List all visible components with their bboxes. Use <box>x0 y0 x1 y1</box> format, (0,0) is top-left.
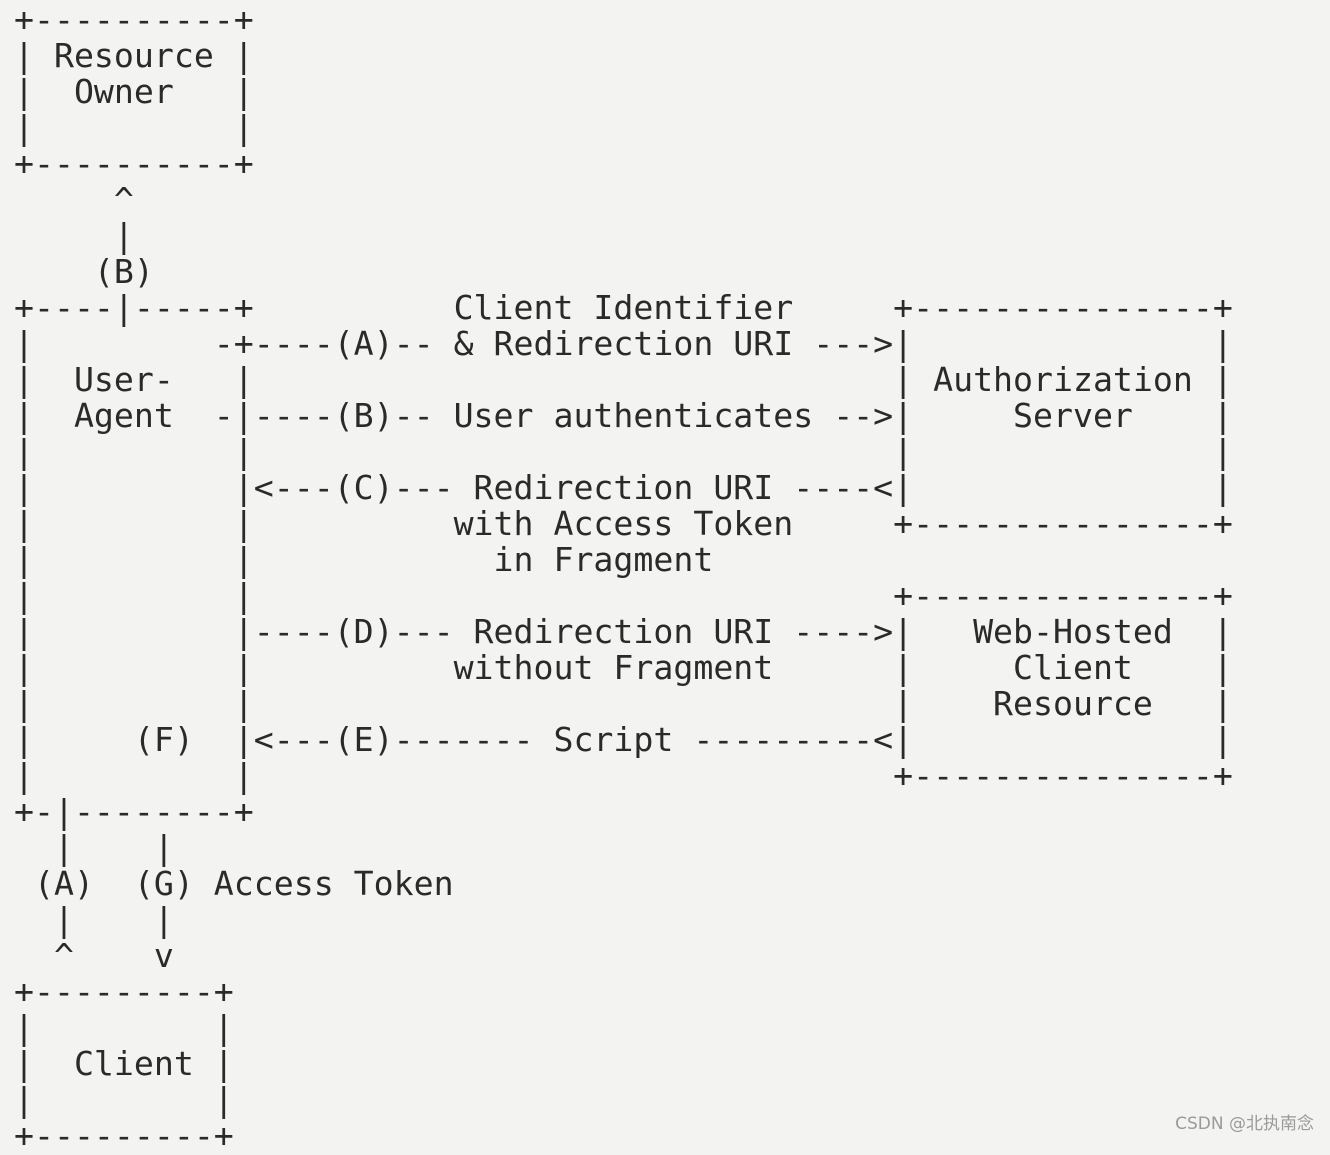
diagram-line: | | <box>14 828 174 867</box>
diagram-line: | Client | <box>14 1044 234 1083</box>
diagram-line: | | <box>14 108 254 147</box>
diagram-line: | -+----(A)-- & Redirection URI --->| | <box>14 324 1233 363</box>
diagram-line: | (F) |<---(E)------- Script ---------<|… <box>14 720 1233 759</box>
diagram-line: | Resource | <box>14 36 254 75</box>
diagram-line: | Agent -|----(B)-- User authenticates -… <box>14 396 1233 435</box>
diagram-line: (B) <box>14 252 154 291</box>
diagram-line: | | <box>14 900 174 939</box>
diagram-line: | <box>14 216 134 255</box>
oauth-implicit-flow-ascii-diagram: +----------+| Resource || Owner || |+---… <box>14 2 1233 1154</box>
diagram-line: ^ v <box>14 936 174 975</box>
diagram-line: +-|--------+ <box>14 792 254 831</box>
diagram-line: | | <box>14 1080 234 1119</box>
diagram-line: | | +---------------+ <box>14 756 1233 795</box>
diagram-line: | | with Access Token +---------------+ <box>14 504 1233 543</box>
diagram-line: | |----(D)--- Redirection URI ---->| Web… <box>14 612 1233 651</box>
diagram-line: | | without Fragment | Client | <box>14 648 1233 687</box>
diagram-line: +----------+ <box>14 144 254 183</box>
diagram-line: | | in Fragment <box>14 540 714 579</box>
diagram-line: (A) (G) Access Token <box>14 864 454 903</box>
diagram-line: | Owner | <box>14 72 254 111</box>
diagram-line: +----------+ <box>14 0 254 39</box>
diagram-line: ^ <box>14 180 134 219</box>
diagram-line: | | | | <box>14 432 1233 471</box>
diagram-line: +---------+ <box>14 972 234 1011</box>
diagram-line: | |<---(C)--- Redirection URI ----<| | <box>14 468 1233 507</box>
diagram-line: | User- | | Authorization | <box>14 360 1233 399</box>
diagram-line: | | | Resource | <box>14 684 1233 723</box>
diagram-line: +---------+ <box>14 1116 234 1155</box>
diagram-line: | | +---------------+ <box>14 576 1233 615</box>
csdn-watermark: CSDN @北执南念 <box>1175 1114 1314 1134</box>
diagram-line: | | <box>14 1008 234 1047</box>
diagram-line: +----|-----+ Client Identifier +--------… <box>14 288 1233 327</box>
